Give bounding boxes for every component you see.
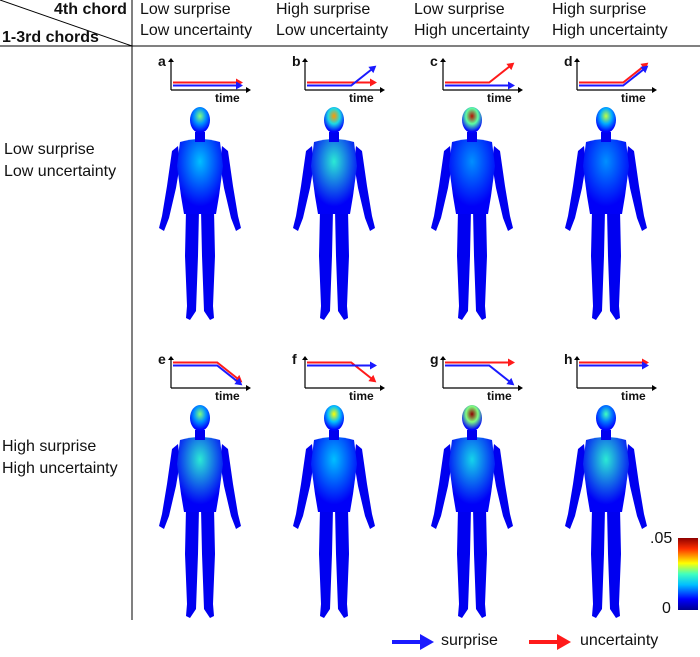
time-axis-label: time (215, 91, 240, 105)
column-header-1: Low surprise Low uncertainty (140, 0, 252, 41)
body-heatmap-a (159, 107, 241, 320)
legend-surprise-arrow-icon (392, 634, 434, 650)
trajectory-surprise-arrowhead (236, 81, 243, 90)
panel-letter-e: e (158, 351, 166, 367)
column-header-4: High surprise High uncertainty (552, 0, 668, 41)
trajectory-uncertainty-line (445, 63, 513, 84)
column-header-line1: High surprise (552, 1, 647, 18)
trajectory-surprise-arrowhead (506, 377, 515, 386)
trajectory-surprise-line (445, 364, 513, 385)
panel-letter-f: f (292, 351, 297, 367)
body-heatmap-d (565, 107, 647, 320)
legend-surprise-label: surprise (441, 632, 498, 649)
time-axis-label: time (349, 389, 374, 403)
trajectory-plot-d (574, 58, 657, 93)
row-label-1: Low surprise Low uncertainty (4, 139, 116, 183)
panel-letter-d: d (564, 53, 573, 69)
panel-letter-b: b (292, 53, 301, 69)
row-label-line1: High surprise (2, 438, 97, 455)
colorbar-max-label: .05 (650, 530, 673, 547)
trajectory-surprise-line (579, 66, 647, 87)
trajectory-uncertainty-arrowhead (508, 358, 515, 367)
body-heatmap-g (431, 405, 513, 618)
row-label-line2: Low uncertainty (4, 163, 117, 180)
colorbar (678, 538, 698, 610)
corner-header-1-3rd-chords: 1-3rd chords (2, 29, 99, 46)
trajectory-uncertainty-arrowhead (368, 374, 377, 383)
trajectory-surprise-line (173, 364, 241, 385)
column-header-line1: Low surprise (414, 1, 505, 18)
trajectory-surprise-arrowhead (640, 65, 649, 74)
panel-letter-h: h (564, 351, 573, 367)
body-heatmap-c (431, 107, 513, 320)
column-header-line2: High uncertainty (414, 22, 530, 39)
trajectory-plot-f (302, 356, 385, 391)
time-axis-label: time (349, 91, 374, 105)
trajectory-uncertainty-line (173, 361, 241, 382)
column-header-3: Low surprise High uncertainty (414, 0, 530, 41)
trajectory-surprise-arrowhead (642, 361, 649, 370)
body-heatmap-b (293, 107, 375, 320)
trajectory-uncertainty-line (579, 63, 647, 84)
trajectory-plot-g (440, 356, 523, 391)
time-axis-label: time (215, 389, 240, 403)
panel-letter-a: a (158, 53, 166, 69)
panel-letter-c: c (430, 53, 438, 69)
column-header-line1: Low surprise (140, 1, 231, 18)
corner-header-4th-chord: 4th chord (54, 1, 127, 18)
trajectory-plot-e (168, 356, 251, 391)
trajectory-uncertainty-arrowhead (506, 62, 515, 71)
body-heatmap-e (159, 405, 241, 618)
trajectory-plot-h (574, 356, 657, 391)
trajectory-surprise-line (307, 66, 375, 87)
trajectory-surprise-arrowhead (370, 361, 377, 370)
trajectory-uncertainty-arrowhead (370, 78, 377, 87)
trajectory-uncertainty-line (307, 361, 375, 382)
trajectory-surprise-arrowhead (234, 377, 243, 386)
trajectory-plot-b (302, 58, 385, 93)
column-header-line2: High uncertainty (552, 22, 668, 39)
colorbar-min-label: 0 (662, 600, 671, 617)
row-label-line2: High uncertainty (2, 460, 118, 477)
column-header-line2: Low uncertainty (140, 22, 253, 39)
column-header-line2: Low uncertainty (276, 22, 389, 39)
row-label-line1: Low surprise (4, 141, 95, 158)
column-header-2: High surprise Low uncertainty (276, 0, 388, 41)
trajectory-plot-c (440, 58, 523, 93)
body-heatmap-h (565, 405, 647, 618)
row-label-2: High surprise High uncertainty (2, 436, 118, 480)
time-axis-label: time (621, 91, 646, 105)
body-heatmap-f (293, 405, 375, 618)
column-header-line1: High surprise (276, 1, 371, 18)
time-axis-label: time (621, 389, 646, 403)
time-axis-label: time (487, 389, 512, 403)
legend-uncertainty-arrow-icon (529, 634, 571, 650)
legend-uncertainty-label: uncertainty (580, 632, 659, 649)
trajectory-surprise-arrowhead (508, 81, 515, 90)
panel-letter-g: g (430, 351, 439, 367)
time-axis-label: time (487, 91, 512, 105)
trajectory-plot-a (168, 58, 251, 93)
trajectory-surprise-arrowhead (368, 65, 377, 74)
